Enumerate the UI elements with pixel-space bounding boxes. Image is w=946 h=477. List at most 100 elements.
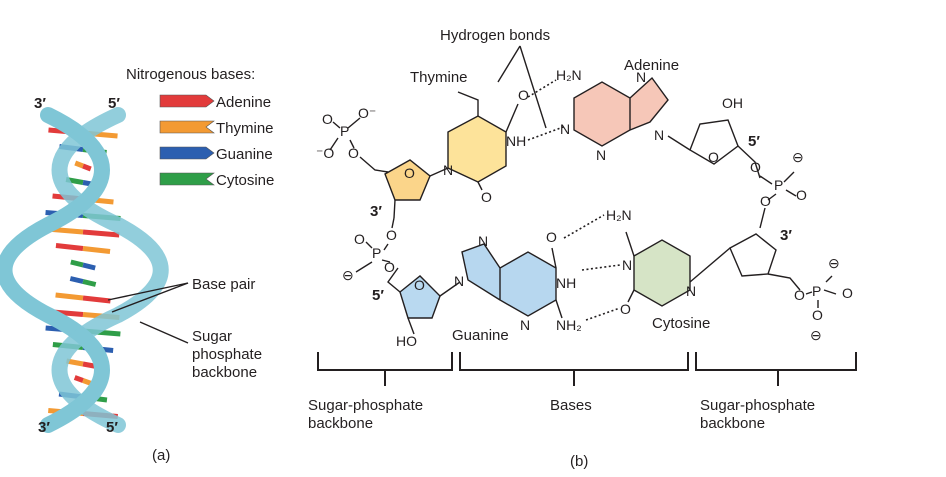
sugar-top-bonds: [393, 167, 449, 219]
base-pair-pointer-2: [111, 282, 189, 313]
helix-bottom-left-end: 3′: [38, 419, 50, 436]
adenine-h2n: H₂N: [556, 67, 582, 83]
hydrogen-bonds-label: Hydrogen bonds: [440, 27, 550, 44]
helix-base-pair-left: [69, 276, 84, 284]
thymine-o-top: O: [518, 87, 529, 103]
guanine-ring: [461, 243, 557, 317]
guanine-n-bottom: N: [520, 317, 530, 333]
atom-minus: ⊖: [342, 267, 354, 283]
helix-backbone-strand-1: [0, 107, 110, 433]
base-pair-pointer: [107, 282, 189, 301]
helix-backbone-strand-2: [51, 107, 169, 433]
atom-o-minus: O⁻: [358, 105, 376, 121]
helix-base-pair-right: [82, 378, 93, 386]
atom-o: O: [348, 145, 359, 161]
helix-base-pair-right: [82, 295, 111, 304]
sugar-ring-top: [384, 159, 431, 201]
bracket-left-label-line2: backbone: [308, 415, 373, 432]
cytosine-label: Cytosine: [652, 315, 710, 332]
legend-label-adenine: Adenine: [216, 94, 271, 111]
backbone-label-line3: backbone: [192, 364, 257, 381]
helix-base-pair-left: [55, 292, 84, 301]
thymine-o-bottom: O: [481, 189, 492, 205]
phosphate-bonds-top: [329, 117, 389, 173]
panel-a-caption: (a): [152, 447, 170, 464]
prime-5-left: 5′: [372, 287, 384, 304]
sugar-ring-oxygen: O: [414, 277, 425, 293]
panel-b-molecular-structure: O P O⁻ ⁻O O O N NH O O Thymine Hydrogen …: [308, 27, 857, 470]
atom-minus: ⊖: [828, 255, 840, 271]
atom-o: O: [760, 193, 771, 209]
atom-o: O: [796, 187, 807, 203]
atom-p: P: [812, 283, 821, 299]
legend-label-guanine: Guanine: [216, 146, 273, 163]
bracket-right-label-line1: Sugar-phosphate: [700, 397, 815, 414]
adenine-n-bottom: N: [596, 147, 606, 163]
atom-o: O: [794, 287, 805, 303]
helix-base-pair-left: [55, 243, 84, 251]
helix-base-pair-left: [70, 259, 84, 268]
atom-o: O: [812, 307, 823, 323]
sugar-right-bottom-bonds: [689, 247, 801, 291]
legend-swatch-guanine: [159, 146, 215, 160]
helix-base-pair-left: [73, 375, 84, 383]
sugar-right-bonds: [737, 145, 761, 179]
atom-p: P: [340, 123, 349, 139]
atom-p: P: [372, 245, 381, 261]
atom-p: P: [774, 177, 783, 193]
atom-o: O: [386, 227, 397, 243]
prime-3-right: 3′: [780, 227, 792, 244]
atom-minus: ⊖: [792, 149, 804, 165]
legend-swatch-cytosine: [159, 172, 215, 186]
atom-o: O: [842, 285, 853, 301]
guanine-nh2: NH₂: [556, 317, 582, 333]
guanine-o: O: [546, 229, 557, 245]
base-pair-label: Base pair: [192, 276, 255, 293]
adenine-n-sugar: N: [654, 127, 664, 143]
helix-base-pair-right: [82, 262, 96, 271]
atom-minus: ⊖: [810, 327, 822, 343]
thymine-label: Thymine: [410, 69, 468, 86]
atom-minus-o: ⁻O: [316, 145, 334, 161]
sugar-bottom-bonds: [387, 267, 415, 335]
h-bond-guanine-cytosine: [563, 214, 621, 321]
sugar-ring-oxygen: O: [404, 165, 415, 181]
sugar-ring-oxygen: O: [708, 149, 719, 165]
adenine-sugar-bond: [667, 135, 691, 151]
legend-label-cytosine: Cytosine: [216, 172, 274, 189]
atom-o: O: [354, 231, 365, 247]
cytosine-h2n: H₂N: [606, 207, 632, 223]
helix-top-left-end: 3′: [34, 95, 46, 112]
helix-base-pair-right: [82, 279, 97, 287]
legend-title: Nitrogenous bases:: [126, 66, 255, 83]
bracket-left: [317, 352, 453, 386]
helix-base-pair-right: [82, 163, 92, 172]
panel-a-double-helix: 3′ 5′ 3′ 5′ Nitrogenous bases: AdenineTh…: [0, 66, 274, 464]
atom-o: O: [384, 259, 395, 275]
cytosine-ring: [633, 239, 691, 307]
adenine-sugar-oh: OH: [722, 95, 743, 111]
helix-base-pair-left: [74, 160, 84, 169]
helix-top-right-end: 5′: [108, 95, 120, 112]
sugar-ring-bottom: [399, 275, 441, 319]
guanine-n-top: N: [478, 233, 488, 249]
bracket-left-label-line1: Sugar-phosphate: [308, 397, 423, 414]
prime-5-top: 5′: [748, 133, 760, 150]
bracket-right-label-line2: backbone: [700, 415, 765, 432]
legend-swatch-thymine: [159, 120, 215, 134]
hydrogen-bonds-pointer: [497, 45, 547, 129]
legend-label-thymine: Thymine: [216, 120, 274, 137]
phosphate-bonds-right: [759, 171, 797, 229]
bracket-middle: [459, 352, 689, 386]
phosphate-bonds-left: [355, 217, 395, 273]
sugar-ring-right-bottom: [729, 233, 777, 277]
bracket-middle-label: Bases: [550, 397, 592, 414]
thymine-nh: NH: [506, 133, 526, 149]
cytosine-bonds: [625, 231, 635, 303]
prime-3-left: 3′: [370, 203, 382, 220]
adenine-n-left: N: [560, 121, 570, 137]
atom-o: O: [750, 159, 761, 175]
helix-base-pair-right: [82, 229, 120, 238]
